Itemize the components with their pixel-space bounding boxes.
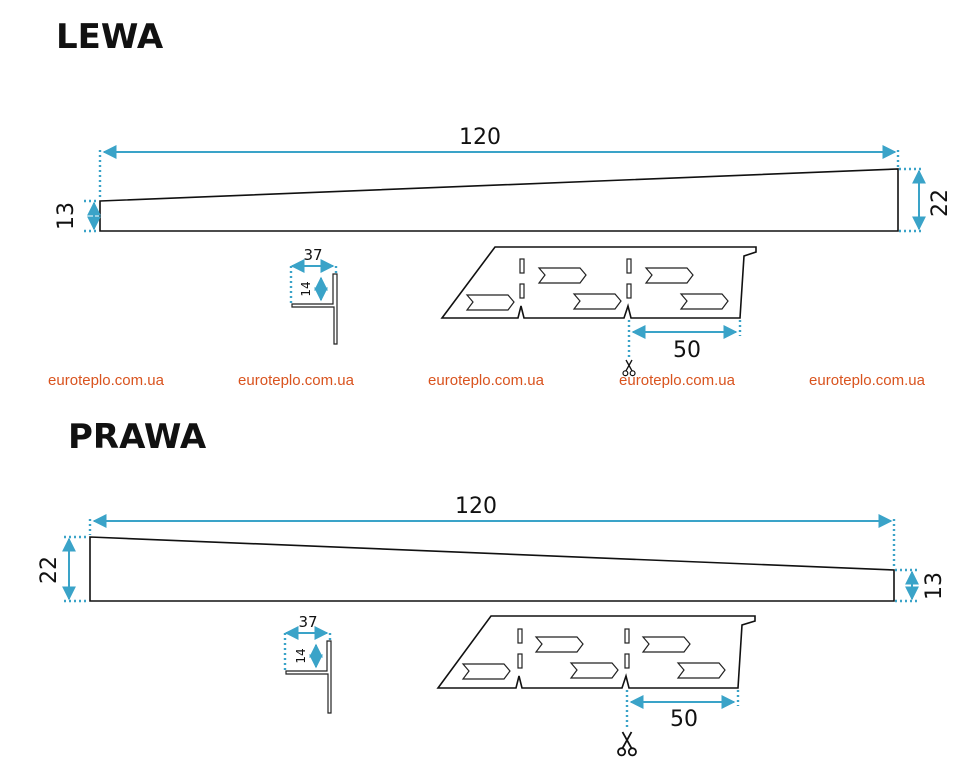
slot (626, 283, 632, 299)
slot (626, 258, 632, 274)
right-height-label: 13 (922, 572, 947, 600)
left-height-label: 22 (37, 556, 62, 584)
strip-detail: 50 (440, 246, 757, 377)
chevron-mark (572, 293, 622, 310)
slot (517, 628, 523, 644)
chevron-mark (537, 267, 587, 284)
chevron-mark (676, 662, 726, 679)
watermark-text: euroteplo.com.ua (809, 372, 926, 389)
profile-width-label: 37 (298, 613, 317, 631)
spacing-label: 50 (670, 707, 698, 732)
chevron-mark (641, 636, 691, 653)
section-title: PRAWA (68, 417, 207, 457)
watermark-text: euroteplo.com.ua (238, 372, 355, 389)
slot (517, 653, 523, 669)
spacing-label: 50 (673, 338, 701, 363)
profile-detail: 37 14 (289, 246, 338, 345)
profile-width-label: 37 (303, 246, 322, 264)
profile-height-label: 14 (299, 281, 313, 296)
watermark-row: euroteplo.com.ua euroteplo.com.ua eurote… (48, 372, 926, 389)
strip-detail: 50 (436, 615, 756, 757)
chevron-mark (534, 636, 584, 653)
length-label: 120 (459, 125, 501, 150)
chevron-mark (461, 663, 511, 680)
watermark-text: euroteplo.com.ua (619, 372, 736, 389)
scissors-icon (617, 731, 637, 757)
section-prawa: PRAWA 120 22 13 37 14 (37, 417, 947, 757)
slot (519, 258, 525, 274)
slot (624, 653, 630, 669)
wedge-outline (99, 168, 899, 232)
left-height-label: 13 (54, 202, 79, 230)
chevron-mark (644, 267, 694, 284)
slot (624, 628, 630, 644)
chevron-mark (679, 293, 729, 310)
wedge-outline (89, 536, 895, 602)
right-height-label: 22 (928, 189, 953, 217)
section-lewa: LEWA 120 13 22 37 14 (54, 17, 953, 377)
watermark-text: euroteplo.com.ua (48, 372, 165, 389)
section-title: LEWA (56, 17, 164, 57)
chevron-mark (569, 662, 619, 679)
profile-height-label: 14 (294, 648, 308, 663)
watermark-text: euroteplo.com.ua (428, 372, 545, 389)
profile-detail: 37 14 (283, 613, 332, 714)
slot (519, 283, 525, 299)
scissors-icon (622, 359, 636, 377)
length-label: 120 (455, 494, 497, 519)
chevron-mark (465, 294, 515, 311)
